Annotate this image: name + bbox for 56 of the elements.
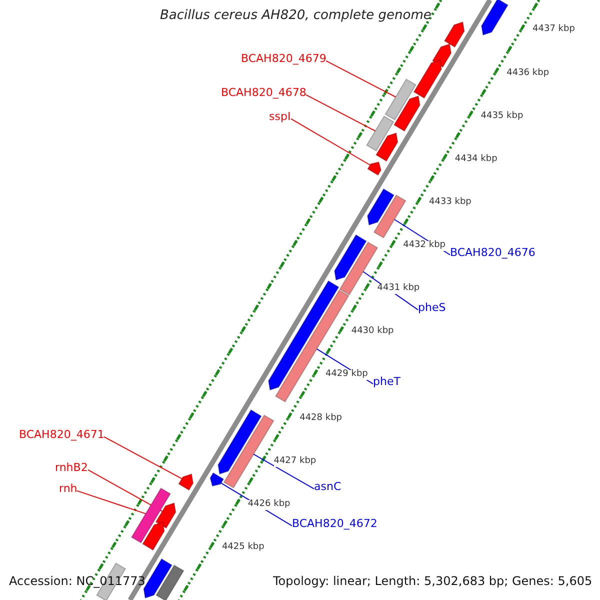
title: Bacillus cereus AH820, complete genome — [160, 9, 432, 24]
tick-label: 4427 kbp — [274, 456, 316, 467]
leader-line — [253, 454, 314, 490]
gene-block — [366, 188, 395, 226]
tick-label: 4437 kbp — [532, 25, 575, 36]
gene-block — [384, 78, 416, 120]
tick-label: 4434 kbp — [454, 154, 498, 165]
tick-label: 4426 kbp — [248, 500, 290, 510]
gene-label: rnh — [59, 483, 78, 496]
gene-block — [156, 564, 184, 600]
leader-line — [290, 118, 370, 166]
gene-block — [142, 521, 165, 551]
leader-line — [76, 490, 146, 514]
accession-text: Accession: NC_011773 — [9, 575, 146, 588]
gene-block — [373, 194, 406, 238]
gene-label: BCAH820_4671 — [19, 429, 104, 442]
tick-label: 4435 kbp — [480, 112, 524, 122]
gene-block — [334, 234, 367, 281]
tick-label: 4433 kbp — [428, 198, 472, 208]
tick-label: 4430 kbp — [351, 327, 394, 338]
tick-label: 4428 kbp — [300, 414, 342, 424]
gene-block — [143, 558, 173, 599]
gene-block — [367, 161, 382, 176]
gene-label: BCAH820_4676 — [450, 247, 536, 260]
gene-block — [223, 414, 274, 488]
gene-block — [130, 488, 172, 544]
gene-block — [218, 409, 262, 475]
tick-label: 4425 kbp — [222, 543, 264, 553]
genome-info-text: Topology: linear; Length: 5,302,683 bp; Genes: 5,605 — [273, 575, 592, 588]
gene-label: pheT — [373, 376, 400, 388]
gene-block — [339, 242, 378, 296]
gene-label: pheS — [418, 302, 446, 314]
tick-label: 4431 kbp — [377, 284, 420, 294]
gene-block — [155, 502, 176, 529]
gene-label: rnhB2 — [55, 462, 88, 474]
gene-block — [413, 59, 442, 99]
gene-block — [274, 290, 350, 402]
gene-label: asnC — [314, 481, 342, 494]
tick-label: 4436 kbp — [506, 68, 550, 78]
tick-label: 4429 kbp — [325, 370, 368, 380]
gene-block — [393, 95, 420, 132]
leader-line — [326, 60, 396, 98]
tick-label: 4432 kbp — [403, 241, 446, 251]
leader-line — [88, 469, 163, 512]
gene-block — [444, 21, 465, 48]
leader-line — [104, 436, 182, 480]
leader-line — [306, 94, 376, 132]
gene-block — [480, 0, 509, 36]
gene-label: BCAH820_4672 — [292, 518, 378, 530]
gene-label: sspI — [269, 111, 291, 124]
gene-block — [366, 116, 394, 152]
gene-label: BCAH820_4678 — [221, 87, 306, 100]
gene-block — [375, 132, 398, 162]
gene-label: BCAH820_4679 — [241, 53, 326, 66]
gene-block — [210, 472, 224, 487]
gene-block — [178, 473, 194, 491]
